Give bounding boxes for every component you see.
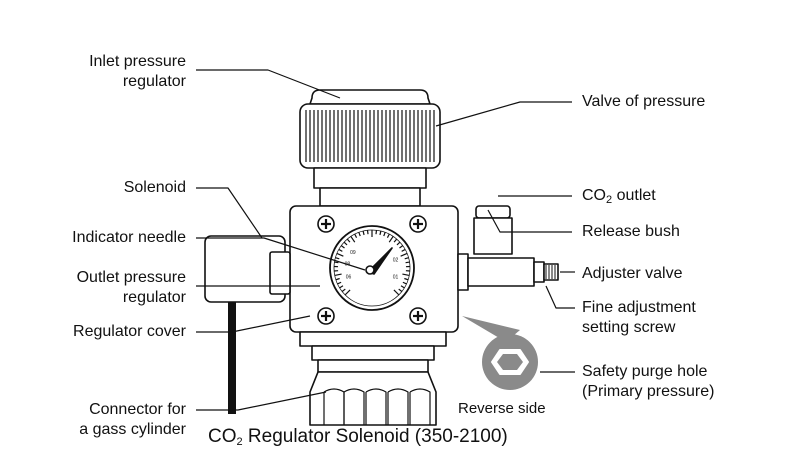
- figure-caption: CO2 Regulator Solenoid (350-2100): [208, 426, 508, 448]
- gauge-tick: [388, 236, 394, 243]
- lower-body-3: [317, 359, 429, 373]
- knob-knurling: [305, 110, 435, 162]
- gauge-tick: [402, 273, 410, 277]
- gauge-tick: [358, 232, 361, 237]
- label-fine-line1: Fine adjustment: [582, 299, 696, 316]
- gauge-tick: [400, 252, 408, 257]
- caption-sub: 2: [236, 436, 243, 448]
- co2-outlet-sub: 2: [606, 194, 613, 206]
- gauge-numeral: 06: [346, 275, 352, 281]
- label-inlet-pressure-regulator: Inlet pressure regulator: [89, 52, 186, 92]
- gauge-tick: [393, 289, 400, 296]
- label-inlet-line1: Inlet pressure: [89, 53, 186, 70]
- gauge-tick: [334, 261, 339, 264]
- gauge-tick: [339, 285, 344, 289]
- co2-outlet-suffix: outlet: [612, 187, 656, 204]
- gauge-tick: [393, 238, 398, 243]
- gauge-numeral: 01: [393, 275, 399, 281]
- gauge-tick: [335, 257, 340, 260]
- caption-prefix: CO: [208, 426, 237, 447]
- label-safety-line1: Safety purge hole: [582, 363, 708, 380]
- gauge-tick: [396, 241, 401, 246]
- corner-screws: [317, 215, 427, 325]
- label-outlet-line2: regulator: [122, 289, 186, 306]
- label-release-bush: Release bush: [582, 223, 680, 240]
- outlet-fitting: [473, 217, 513, 255]
- connector-flute: [409, 388, 431, 425]
- gauge-tick: [404, 257, 409, 260]
- label-outlet-pressure-regulator: Outlet pressure regulator: [77, 268, 186, 308]
- gauge-numeral: 02: [393, 257, 399, 263]
- solenoid-plug: [269, 251, 291, 295]
- gauge-tick: [338, 248, 343, 252]
- knob-cap: [309, 89, 431, 105]
- needle-hub: [365, 265, 375, 275]
- gauge-tick: [337, 281, 342, 285]
- gauge-numeral: 09: [350, 250, 356, 256]
- release-bush: [475, 205, 511, 219]
- gauge-tick: [400, 285, 405, 289]
- gauge-tick: [383, 232, 386, 237]
- gauge-tick: [399, 245, 404, 249]
- connector-flute: [365, 388, 387, 425]
- gauge-tick: [340, 245, 345, 249]
- gauge-tick: [354, 233, 358, 238]
- leader-lines: [196, 69, 575, 411]
- label-solenoid: Solenoid: [123, 179, 186, 196]
- label-co2-outlet: CO2 outlet: [582, 186, 656, 206]
- lower-body-1: [299, 331, 447, 347]
- label-indicator-needle: Indicator needle: [72, 229, 186, 246]
- gauge-tick: [401, 248, 406, 252]
- adjuster-knurling: [545, 265, 556, 279]
- label-valve-of-pressure: Valve of pressure: [582, 93, 706, 110]
- connector-flute: [323, 388, 345, 425]
- caption-suffix: Regulator Solenoid (350-2100): [242, 426, 508, 447]
- connector-flute: [343, 388, 365, 425]
- gauge-tick: [334, 273, 342, 277]
- label-regulator-cover: Regulator cover: [73, 323, 186, 340]
- adjuster-collar: [533, 261, 545, 283]
- label-connector: Connector for a gass cylinder: [79, 400, 186, 440]
- gauge-tick: [343, 241, 348, 246]
- solenoid-cable: [228, 302, 236, 414]
- side-arm: [467, 257, 535, 287]
- lower-body-2: [311, 345, 435, 361]
- connector-flutes: [323, 388, 431, 425]
- gauge-tick: [404, 277, 409, 281]
- gauge-tick: [398, 288, 403, 292]
- gauge-tick: [402, 281, 407, 285]
- co2-outlet-prefix: CO: [582, 187, 606, 204]
- label-fine-adjustment: Fine adjustment setting screw: [582, 298, 696, 338]
- connector-flute: [387, 388, 409, 425]
- label-adjuster-valve: Adjuster valve: [582, 265, 683, 282]
- knob-collar: [319, 187, 421, 207]
- label-safety-line2: (Primary pressure): [582, 383, 715, 400]
- gauge-tick: [386, 233, 390, 238]
- label-reverse-side: Reverse side: [458, 400, 546, 417]
- gauge-tick: [336, 252, 344, 257]
- label-connector-line1: Connector for: [89, 401, 186, 418]
- label-safety-purge-hole: Safety purge hole (Primary pressure): [582, 362, 714, 402]
- gauge-tick: [346, 238, 351, 243]
- knob-base: [313, 167, 427, 189]
- gauge-tick: [362, 230, 365, 236]
- label-fine-line2: setting screw: [582, 319, 676, 336]
- gauge-tick: [344, 289, 351, 296]
- gauge-tick: [341, 288, 346, 292]
- side-nut: [457, 253, 469, 291]
- gauge-tick: [405, 261, 410, 264]
- gauge-tick: [379, 230, 382, 236]
- label-outlet-line1: Outlet pressure: [76, 269, 186, 286]
- cylinder-connector: [309, 371, 437, 426]
- label-connector-line2: a gass cylinder: [79, 421, 186, 438]
- label-inlet-line2: regulator: [122, 73, 186, 90]
- gauge-tick: [335, 277, 340, 281]
- gauge-tick: [350, 236, 356, 243]
